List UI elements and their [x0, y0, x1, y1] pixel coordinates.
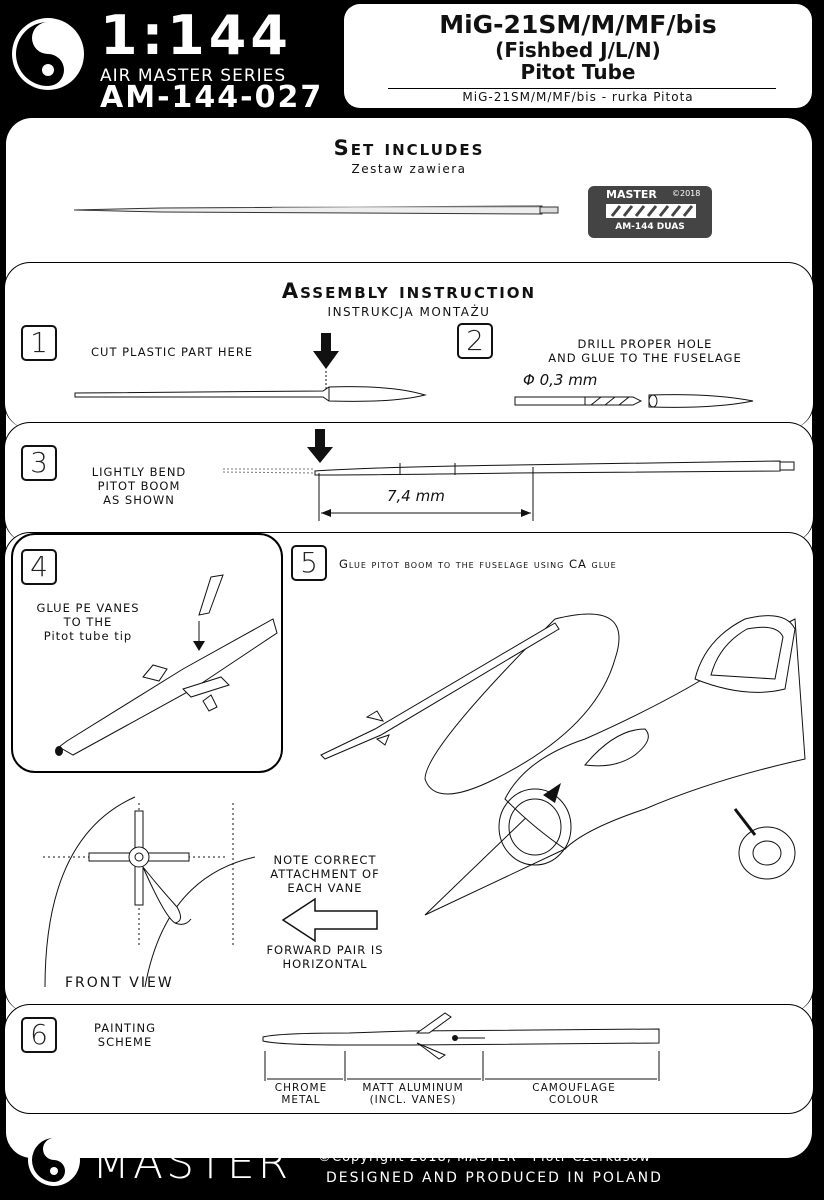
product-title-fishbed: (Fishbed J/L/N): [495, 38, 661, 62]
product-code: AM-144-027: [100, 80, 324, 115]
step-3-number: 3: [21, 445, 57, 481]
step-3-dimension: 7,4 mm: [387, 487, 445, 505]
step-4-vane-drawing: [55, 574, 278, 756]
note-text-4: FORWARD PAIR IS: [266, 943, 384, 957]
step-3-text-1: LIGHTLY BEND: [91, 465, 187, 479]
step-6-number: 6: [21, 1017, 57, 1053]
footer-made-in: DESIGNED AND PRODUCED IN POLAND: [326, 1170, 663, 1186]
step-3-text-2: PITOT BOOM: [97, 479, 181, 493]
pe-code: AM-144 DUAS: [615, 222, 685, 232]
paint-aluminum-1: MATT ALUMINUM: [362, 1082, 464, 1094]
step-2-text-1: DRILL PROPER HOLE: [577, 337, 713, 351]
title-panel: MiG-21SM/M/MF/bis (Fishbed J/L/N) Pitot …: [344, 4, 812, 108]
step-4-panel: 4 GLUE PE VANES TO THE Pitot tube tip: [11, 533, 283, 773]
note-text-2: ATTACHMENT OF: [270, 867, 380, 881]
step-4-number: 4: [21, 549, 57, 585]
paint-aluminum-2: (INCL. VANES): [369, 1094, 457, 1106]
front-view-drawing: [43, 796, 256, 988]
paint-camouflage-1: CAMOUFLAGE: [532, 1082, 616, 1094]
footer-brand: MASTER: [92, 1138, 292, 1189]
note-text-3: EACH VANE: [287, 881, 363, 895]
step-4-text-1: GLUE PE VANES: [36, 601, 140, 615]
step-2-text-2: AND GLUE TO THE FUSELAGE: [548, 351, 742, 365]
step-5-number: 5: [291, 545, 327, 581]
step-2-dimension: Φ 0,3 mm: [523, 371, 598, 389]
pitot-tube-part-image: [73, 205, 559, 215]
note-text-1: NOTE CORRECT: [273, 853, 377, 867]
assembly-title: Assembly instruction: [281, 279, 537, 303]
assembly-subtitle: INSTRUKCJA MONTAŻU: [327, 305, 491, 319]
step-3-bend-drawing: [222, 429, 795, 521]
front-view-label: FRONT VIEW: [65, 975, 174, 991]
painting-scheme-drawing: [262, 1012, 660, 1081]
note-text-5: HORIZONTAL: [282, 957, 368, 971]
step-1-number: 1: [21, 325, 57, 361]
step-5-panel: 4 GLUE PE VANES TO THE Pitot tube tip 5 …: [4, 532, 814, 1013]
title-divider: [388, 88, 776, 89]
step-6-panel: 6 PAINTING SCHEME CHROME METAL MATT ALUM…: [4, 1004, 814, 1114]
step-1-text: CUT PLASTIC PART HERE: [91, 345, 254, 359]
product-title-pitot: Pitot Tube: [520, 60, 636, 84]
step-4-text-2: TO THE: [63, 615, 113, 629]
step-2-number: 2: [457, 323, 493, 359]
photo-etch-fret: MASTER ©2018 AM-144 DUAS: [588, 186, 712, 238]
set-title: Set includes: [333, 136, 485, 160]
step-6-text-2: SCHEME: [97, 1035, 153, 1049]
series-label: AIR MASTER SERIES: [100, 66, 287, 86]
master-logo-icon: [12, 18, 84, 90]
paint-chrome-2: METAL: [281, 1094, 321, 1106]
step-3-text-3: AS SHOWN: [103, 493, 175, 507]
step-5-aircraft-drawing: [320, 613, 806, 916]
step-5-text: Glue pitot boom to the fuselage using CA…: [339, 557, 617, 571]
footer-copyright: ©Copyright 2018, MASTER - Piotr Czerkaso…: [318, 1150, 652, 1165]
paint-camouflage-2: COLOUR: [548, 1094, 600, 1106]
step-6-text-1: PAINTING: [94, 1021, 156, 1035]
pe-vanes-icon: [606, 204, 696, 218]
step-3-panel: 3 LIGHTLY BEND PITOT BOOM AS SHOWN 7,4 m…: [4, 422, 814, 543]
pe-brand: MASTER: [606, 188, 657, 201]
paint-chrome-1: CHROME: [274, 1082, 328, 1094]
product-subtitle: MiG-21SM/M/MF/bis - rurka Pitota: [462, 90, 694, 104]
step-2-drill-drawing: [514, 394, 754, 408]
product-title: MiG-21SM/M/MF/bis: [439, 10, 717, 39]
assembly-panel: Assembly instruction INSTRUKCJA MONTAŻU …: [4, 262, 814, 429]
pe-year: ©2018: [672, 189, 701, 198]
forward-arrow-icon: [281, 897, 378, 943]
footer-logo-icon: [28, 1134, 80, 1186]
set-subtitle: Zestaw zawiera: [351, 162, 467, 176]
step-1-drawing: [74, 333, 427, 402]
scale-label: 1:144: [100, 4, 292, 67]
step-4-text-3: Pitot tube tip: [43, 629, 133, 643]
footer-url: WWW.MASTER-MODEL.PL: [388, 1126, 693, 1150]
